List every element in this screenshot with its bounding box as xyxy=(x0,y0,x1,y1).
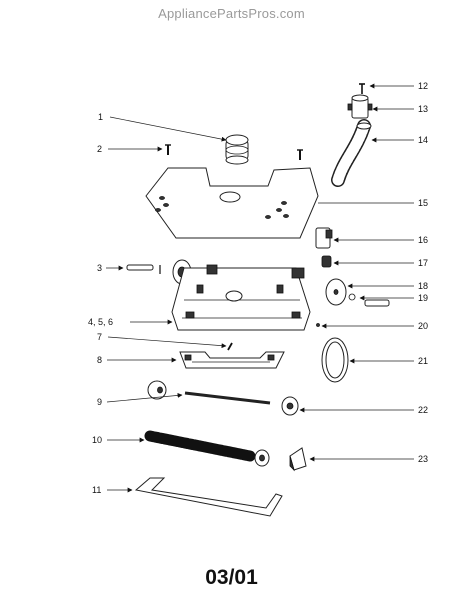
part-14-hose xyxy=(331,119,372,187)
callout-12: 12 xyxy=(418,81,428,91)
part-3-axle xyxy=(126,264,161,274)
callout-16: 16 xyxy=(418,235,428,245)
part-7-pin xyxy=(227,342,233,351)
callout-1: 1 xyxy=(98,112,103,122)
part-17-spring xyxy=(321,255,332,268)
callout-3: 3 xyxy=(97,263,102,273)
callout-2: 2 xyxy=(97,144,102,154)
leader-lines xyxy=(106,83,414,493)
watermark-text: AppliancePartsPros.com xyxy=(158,6,305,21)
callout-4-5-6: 4, 5, 6 xyxy=(88,317,113,327)
part-8-bottom-plate xyxy=(179,351,285,369)
callout-13: 13 xyxy=(418,104,428,114)
callout-9: 9 xyxy=(97,397,102,407)
callout-10: 10 xyxy=(92,435,102,445)
callout-11: 11 xyxy=(92,485,101,495)
part-2-screw xyxy=(165,144,171,155)
part-12-screw xyxy=(359,83,365,94)
part-11-bumper xyxy=(134,477,283,517)
part-23-clip xyxy=(289,447,307,472)
part-4-5-6-base xyxy=(171,264,311,331)
part-22-end-cap xyxy=(281,396,299,416)
callout-21: 21 xyxy=(418,356,428,366)
part-20-washer xyxy=(316,323,320,327)
callout-18: 18 xyxy=(418,281,428,291)
callout-23: 23 xyxy=(418,454,428,464)
part-1-neck xyxy=(225,134,249,165)
callout-15: 15 xyxy=(418,198,428,208)
callout-22: 22 xyxy=(418,405,428,415)
callout-7: 7 xyxy=(97,332,102,342)
callout-14: 14 xyxy=(418,135,428,145)
diagram-date-code: 03/01 xyxy=(205,566,258,589)
part-15-hood xyxy=(145,167,319,239)
brush-end-cap-left xyxy=(147,380,167,400)
part-19-axle xyxy=(348,293,390,307)
part-18-wheel xyxy=(325,278,347,306)
callout-17: 17 xyxy=(418,258,428,268)
part-2-screw-alt xyxy=(297,149,303,160)
callout-8: 8 xyxy=(97,355,102,365)
callout-19: 19 xyxy=(418,293,428,303)
part-13-hose-coupling xyxy=(347,94,373,119)
part-9-brush-shaft xyxy=(184,391,271,405)
callout-labels: 1 2 3 4, 5, 6 7 8 9 10 11 12 13 14 15 16… xyxy=(88,81,428,495)
part-16-latch xyxy=(315,227,333,249)
callout-20: 20 xyxy=(418,321,428,331)
part-10-brushroll xyxy=(144,430,270,467)
part-21-belt xyxy=(321,337,349,383)
